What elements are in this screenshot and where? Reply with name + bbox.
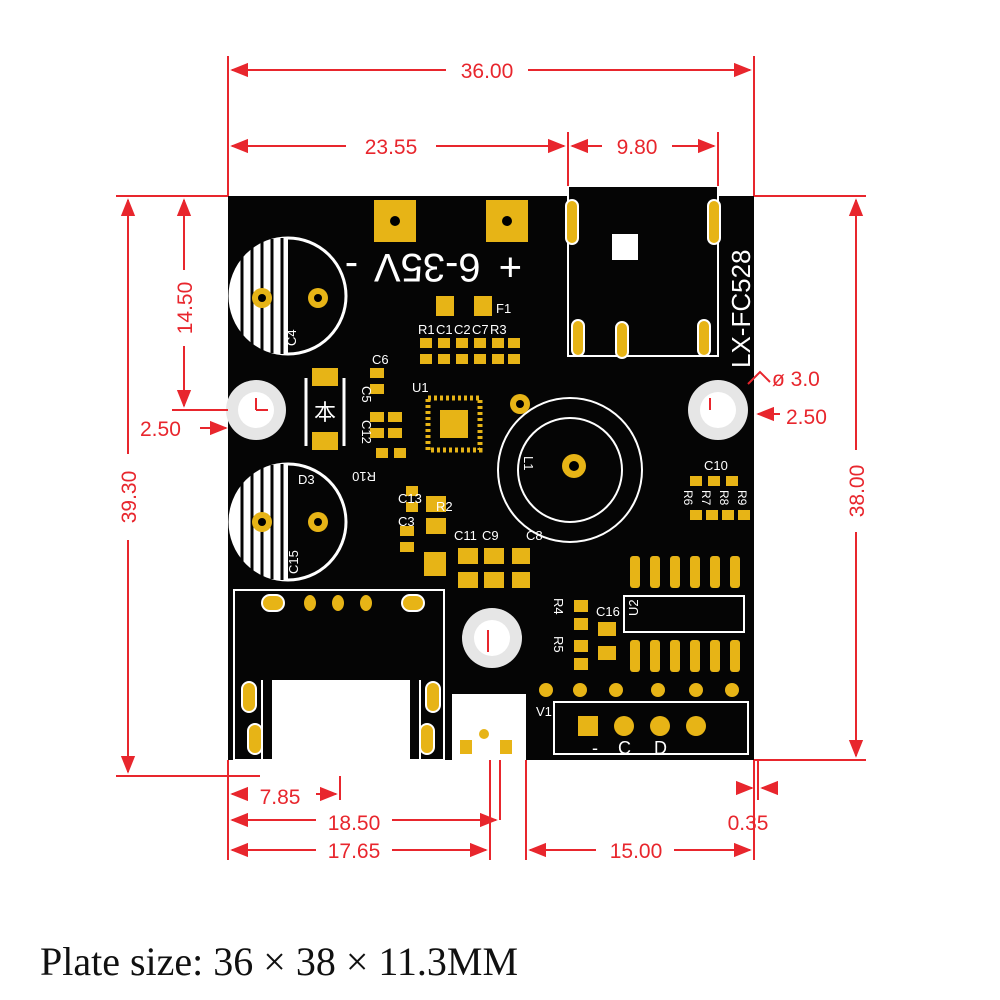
label-c4: C4 [284, 329, 299, 346]
dim-hole-diameter: ø 3.0 [772, 368, 820, 391]
label-c7: C7 [472, 322, 489, 337]
label-d3: D3 [298, 472, 315, 487]
usb-pad [565, 199, 579, 245]
terminal-block [553, 701, 749, 755]
smd-right-resistors [690, 476, 750, 520]
capacitor-c15 [228, 462, 348, 582]
label-r4: R4 [551, 598, 566, 615]
dim-height-right: 38.00 [846, 465, 869, 518]
label-f1: F1 [496, 301, 511, 316]
label-c15: C15 [286, 550, 301, 574]
dim-bottom-18: 18.50 [328, 812, 381, 835]
label-c2: C2 [454, 322, 471, 337]
label-c8: C8 [526, 528, 543, 543]
label-c12: C12 [359, 420, 374, 444]
usb-connector-outline [567, 185, 719, 357]
dim-bottom-17: 17.65 [328, 840, 381, 863]
label-c10: C10 [704, 458, 728, 473]
label-r7: R7 [699, 490, 713, 506]
dim-hole-offset: 14.50 [174, 282, 197, 335]
smd-bottom-caps [458, 548, 530, 588]
terminal-label-minus: - [592, 738, 598, 758]
smd-left-column [370, 368, 446, 576]
label-c5: C5 [359, 386, 374, 403]
label-is: IS [478, 703, 489, 717]
terminal-label-c: C [618, 738, 631, 758]
terminal-label-d: D [654, 738, 667, 758]
dim-width-usb: 9.80 [617, 136, 658, 159]
label-c11: C11 [454, 528, 477, 543]
mounting-hole-right [688, 380, 748, 440]
inductor-l1 [497, 394, 643, 543]
dim-width-left: 23.55 [365, 136, 418, 159]
smd-row-top [420, 338, 520, 364]
diode-pad [312, 432, 338, 450]
model-label: LX-FC528 [726, 250, 756, 369]
label-r10: R10 [352, 469, 376, 484]
port-connector [233, 589, 445, 774]
dimension-lines [116, 56, 866, 860]
label-c13: C13 [398, 491, 422, 506]
usb-marker [612, 234, 638, 260]
dim-bottom-15: 15.00 [610, 840, 663, 863]
dimension-labels: 36.00 23.55 9.80 39.30 14.50 2.50 2.50 3… [118, 60, 869, 863]
label-d2: D2 [498, 723, 514, 737]
label-c3: C3 [398, 514, 415, 529]
label-u2: U2 [626, 599, 641, 616]
label-l1: L1 [521, 456, 536, 470]
dim-gap: 0.35 [728, 812, 769, 835]
label-r5: R5 [551, 636, 566, 653]
header-pads [539, 683, 739, 697]
plate-size-caption: Plate size: 36 × 38 × 11.3MM [40, 939, 519, 984]
fuse-pad [474, 296, 492, 316]
fuse-pad [436, 296, 454, 316]
label-v1: V1 [536, 704, 552, 719]
label-r1: R1 [418, 322, 435, 337]
label-r9: R9 [735, 490, 749, 506]
usb-pad [571, 319, 585, 357]
label-u1: U1 [412, 380, 429, 395]
usb-pad [697, 319, 711, 357]
dim-height-left: 39.30 [118, 471, 141, 524]
usb-pad [707, 199, 721, 245]
dim-hole-margin-right: 2.50 [786, 406, 827, 429]
dim-port-width: 7.85 [260, 786, 301, 809]
label-c1: C1 [436, 322, 453, 337]
dim-hole-margin-left: 2.50 [140, 418, 181, 441]
smd-r4-r5-c16 [574, 600, 616, 670]
chip-u1 [425, 395, 483, 453]
label-r6: R6 [681, 490, 695, 506]
voltage-label: +6-35V- [345, 245, 522, 289]
label-r3: R3 [490, 322, 507, 337]
mounting-hole-bottom [462, 608, 522, 668]
label-c6: C6 [372, 352, 389, 367]
label-c9: C9 [482, 528, 499, 543]
diode-marking: 本 [314, 400, 336, 425]
label-d1: D1 [456, 723, 472, 737]
diode-pad [312, 368, 338, 386]
dim-width-total: 36.00 [461, 60, 514, 83]
chip-u2 [623, 556, 745, 672]
mounting-hole-left [226, 380, 286, 440]
capacitor-c4 [228, 236, 348, 356]
label-r2: R2 [436, 499, 453, 514]
label-c16: C16 [596, 604, 620, 619]
label-r8: R8 [717, 490, 731, 506]
usb-pad [615, 321, 629, 359]
is-diode-area [453, 697, 521, 754]
pcb-board: 本 [226, 185, 756, 774]
dimension-arrows [120, 62, 864, 858]
